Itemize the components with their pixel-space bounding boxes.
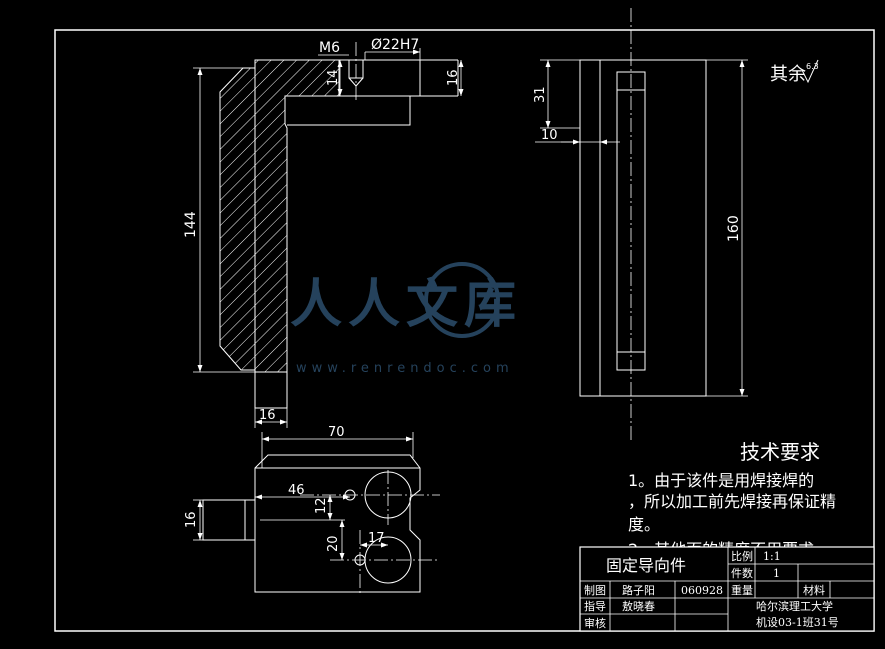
side-view	[579, 59, 707, 397]
drawn-label: 制图	[584, 584, 606, 597]
small-hole-2	[354, 554, 366, 566]
dim-16-top: 16	[446, 69, 461, 86]
tech-req-line-2: ，所以加工前先焊接再保证精	[628, 492, 836, 511]
dim-31: 31	[533, 86, 548, 103]
tech-req-line-3: 度。	[628, 515, 660, 534]
drawn-name: 路子阳	[622, 584, 655, 597]
weld-fillet-section	[219, 67, 256, 371]
dim-m6: M6	[319, 40, 340, 56]
watermark: 人人文库 www.renrendoc.com	[290, 262, 522, 376]
drawn-date: 060928	[681, 584, 723, 597]
surface-roughness-note: 其余 6.3	[770, 59, 819, 85]
dim-70: 70	[328, 425, 345, 440]
check-label: 审核	[584, 616, 606, 630]
scale-value: 1:1	[763, 550, 781, 563]
dim-144: 144	[183, 211, 199, 238]
surface-roughness-value: 6.3	[806, 62, 819, 71]
watermark-circle-icon	[424, 262, 500, 338]
tech-req-line-1: 1。由于该件是用焊接焊的	[628, 471, 814, 490]
dim-d22: Ø22H7	[371, 37, 419, 53]
dimension-lines	[193, 48, 748, 560]
dim-12: 12	[314, 497, 329, 514]
surface-note-label: 其余	[770, 64, 806, 85]
dim-17: 17	[368, 531, 385, 546]
dim-20: 20	[326, 535, 341, 552]
material-label: 材料	[803, 583, 825, 597]
dim-160: 160	[726, 215, 742, 242]
center-lines	[300, 8, 632, 595]
dim-46: 46	[288, 483, 305, 498]
drawing-frame	[54, 29, 875, 632]
weight-label: 重量	[731, 583, 753, 597]
roughness-symbol-icon	[801, 59, 819, 84]
technical-requirements: 技术要求 1。由于该件是用焊接焊的 ，所以加工前先焊接再保证精 度。 2。其他面…	[628, 440, 836, 559]
guide-label: 指导	[584, 599, 606, 613]
dim-10: 10	[541, 128, 558, 143]
tech-req-title: 技术要求	[740, 440, 820, 464]
school-name: 哈尔滨理工大学	[756, 599, 833, 613]
scale-label: 比例	[731, 549, 753, 563]
hole-upper	[364, 471, 412, 519]
dim-14: 14	[326, 69, 341, 86]
qty-value: 1	[773, 567, 780, 580]
class-info: 机设03-1班31号	[756, 615, 839, 629]
watermark-logo-text: 人人文库	[290, 275, 522, 335]
qty-label: 件数	[731, 567, 753, 580]
watermark-url: www.renrendoc.com	[296, 361, 514, 376]
dim-16-bottom: 16	[259, 408, 276, 423]
part-name: 固定导向件	[606, 556, 686, 575]
counterbore	[348, 60, 364, 79]
dimension-texts: M6 Ø22H7 14 16 144 16 31 10 160 70 46 12…	[183, 37, 742, 552]
dim-16-left: 16	[184, 511, 199, 528]
front-section-view	[219, 59, 459, 409]
top-view	[202, 454, 421, 593]
title-block: 固定导向件 比例 1:1 件数 1 制图 路子阳 060928 重量 材料 指导…	[579, 546, 875, 632]
guide-name: 敖晓春	[622, 600, 655, 613]
